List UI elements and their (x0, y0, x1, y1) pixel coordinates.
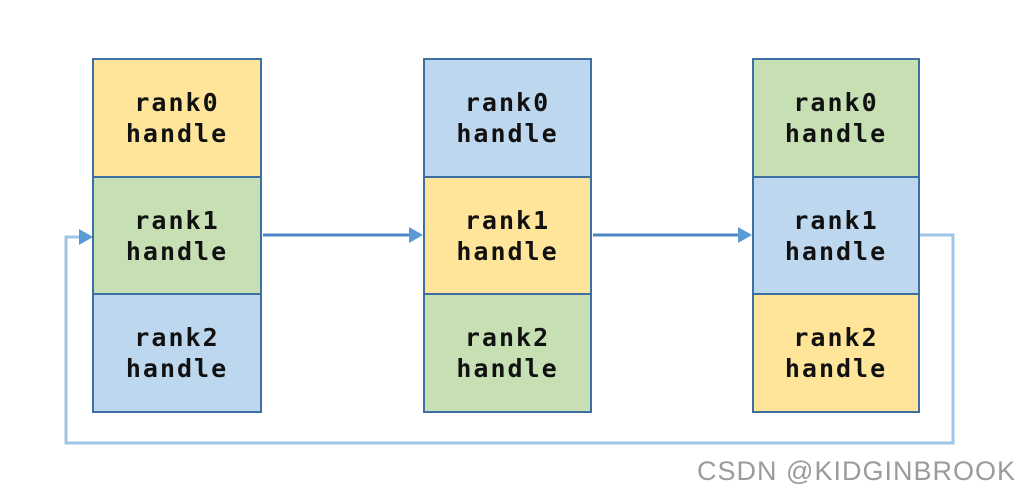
rank-label: rank2 (793, 323, 879, 353)
node-column-2: rank0 handle rank1 handle rank2 handle (423, 58, 592, 413)
handle-label: handle (125, 354, 229, 384)
rank-label: rank1 (793, 205, 879, 235)
loopback-arrowhead-icon (79, 229, 93, 245)
handle-label: handle (125, 236, 229, 266)
node1-rank2-handle-cell: rank2 handle (94, 293, 260, 412)
rank-label: rank0 (134, 87, 220, 117)
arrow-node2-to-node3-head-icon (738, 227, 752, 243)
rank-label: rank0 (793, 87, 879, 117)
node-column-1: rank0 handle rank1 handle rank2 handle (92, 58, 262, 413)
node3-rank1-handle-cell: rank1 handle (754, 175, 918, 294)
handle-label: handle (125, 118, 229, 148)
handle-label: handle (456, 236, 559, 266)
arrow-node1-to-node2-head-icon (409, 227, 423, 243)
handle-label: handle (784, 354, 888, 384)
watermark-text: CSDN @KIDGINBROOK (697, 456, 1016, 486)
node3-rank0-handle-cell: rank0 handle (754, 60, 918, 176)
node1-rank1-handle-cell: rank1 handle (94, 175, 260, 294)
rank-label: rank2 (134, 323, 220, 353)
rank-label: rank1 (464, 205, 551, 235)
node1-rank0-handle-cell: rank0 handle (94, 60, 260, 176)
node2-rank2-handle-cell: rank2 handle (425, 293, 590, 412)
handle-label: handle (784, 118, 888, 148)
node-column-3: rank0 handle rank1 handle rank2 handle (752, 58, 920, 413)
node2-rank0-handle-cell: rank0 handle (425, 60, 590, 176)
handle-label: handle (784, 236, 888, 266)
loopback-line (64, 233, 955, 445)
rank-label: rank0 (464, 87, 551, 117)
rank-label: rank1 (134, 205, 220, 235)
handle-label: handle (456, 354, 559, 384)
handle-label: handle (456, 118, 559, 148)
node2-rank1-handle-cell: rank1 handle (425, 175, 590, 294)
rank-label: rank2 (464, 323, 551, 353)
node3-rank2-handle-cell: rank2 handle (754, 293, 918, 412)
